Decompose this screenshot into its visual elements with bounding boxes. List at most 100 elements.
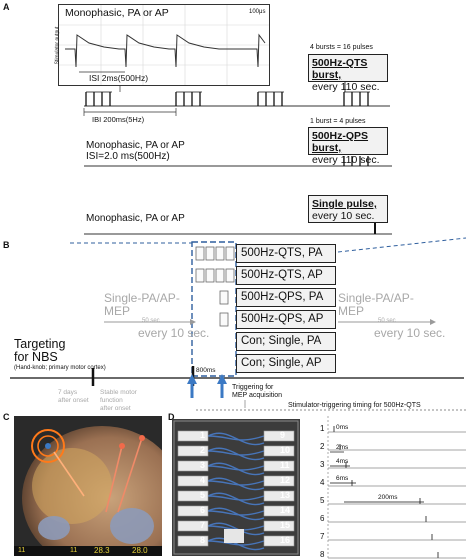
switch-number-left: 4 <box>200 475 206 485</box>
cable <box>207 522 265 536</box>
switch-number-right: 9 <box>280 430 286 440</box>
channel-number: 7 <box>320 532 325 541</box>
condition-box: Con; Single, AP <box>236 354 336 373</box>
left-mep-sub: 50 sec <box>142 318 160 324</box>
panel-label-b: B <box>3 240 10 250</box>
switch-number-right: 14 <box>280 505 291 515</box>
switch-left <box>177 535 209 547</box>
switch-right <box>263 460 295 472</box>
channel-number: 8 <box>320 550 325 559</box>
channel-number: 3 <box>320 460 325 469</box>
switch-right <box>263 445 295 457</box>
channel-number: 2 <box>320 442 325 451</box>
switch-left <box>177 475 209 487</box>
left-mep-line2: MEP <box>104 304 131 318</box>
left-mep-every: every 10 sec. <box>138 326 210 340</box>
cable <box>207 465 265 471</box>
qts-box-line1: 500Hz-QTS burst, <box>312 57 368 82</box>
row2-line2: ISI=2.0 ms(500Hz) <box>86 151 170 162</box>
switch-left <box>177 505 209 517</box>
switch-right <box>263 505 295 517</box>
switch-right <box>263 475 295 487</box>
oscilloscope-inset: Monophasic, PA or AP 100μs ISI 2ms(500Hz… <box>54 4 270 86</box>
qts-arrow <box>344 82 346 92</box>
mini-pulse-box <box>195 246 205 261</box>
targeting-line2: for NBS <box>14 350 58 364</box>
switch-left <box>177 430 209 442</box>
switch-right <box>263 490 295 502</box>
cable <box>207 540 265 546</box>
row3-label: Monophasic, PA or AP <box>86 213 185 224</box>
mini-pulse-box <box>205 246 215 261</box>
qps-box-line1: 500Hz-QPS burst, <box>312 130 369 155</box>
mini-pulse-box <box>215 268 225 283</box>
qps-burst-box: 500Hz-QPS burst, every 110 sec. <box>308 127 388 166</box>
panel-b-drawing <box>10 237 467 411</box>
switch-number-left: 1 <box>200 430 206 440</box>
panel-a-drawing <box>83 86 392 235</box>
stable-line3: after onset <box>100 404 131 412</box>
switch-number-right: 11 <box>280 460 290 470</box>
switch-number-left: 6 <box>200 505 206 515</box>
cable <box>207 507 265 521</box>
channel-number: 5 <box>320 496 325 505</box>
time-200ms: 200ms <box>378 494 398 501</box>
switch-left <box>177 520 209 532</box>
readout-1: 11 <box>18 547 26 554</box>
trigger-line1: Triggering for <box>232 384 274 391</box>
channel-number: 6 <box>320 514 325 523</box>
switch-number-right: 16 <box>280 535 291 545</box>
time-4ms: 4ms <box>336 458 349 465</box>
switch-number-left: 2 <box>200 445 206 455</box>
switch-right <box>263 520 295 532</box>
days-label: 7 days after onset <box>58 389 89 405</box>
time-2ms: 2ms <box>336 444 349 451</box>
single-box-line1: Single pulse, <box>312 198 377 210</box>
switch-number-left: 7 <box>200 520 206 530</box>
cable <box>207 435 265 441</box>
switch-board <box>172 419 300 556</box>
switch-number-left: 3 <box>200 460 206 470</box>
days-line1: 7 days <box>58 389 78 396</box>
mini-pulse-box <box>219 312 229 327</box>
oscilloscope-trace <box>59 5 269 85</box>
condition-box: 500Hz-QTS, PA <box>236 244 336 263</box>
switch-number-left: 8 <box>200 535 206 545</box>
single-box-line2: every 10 sec. <box>312 210 375 223</box>
switch-number-right: 12 <box>280 475 291 485</box>
targeting-sub: (Hand-knob; primary motor cortex) <box>14 365 106 371</box>
condition-box: 500Hz-QPS, PA <box>236 288 336 307</box>
left-mep-line1: Single-PA/AP- <box>104 291 180 305</box>
qts-burst-box: 500Hz-QTS burst, every 110 sec. <box>308 54 388 93</box>
switch-right <box>263 535 295 547</box>
readout-3: 28.3 <box>94 546 110 555</box>
right-mep-line1: Single-PA/AP- <box>338 291 414 305</box>
cable <box>207 495 265 501</box>
mini-pulse-box <box>195 268 205 283</box>
brain-visual <box>14 416 162 556</box>
switch-number-right: 13 <box>280 490 291 500</box>
qts-note: 4 bursts = 16 pulses <box>310 44 373 51</box>
qps-note: 1 burst = 4 pulses <box>310 118 366 125</box>
channel-number: 1 <box>320 424 325 433</box>
mini-pulse-box <box>225 268 235 283</box>
switch-number-right: 10 <box>280 445 291 455</box>
targeting-line1: Targeting <box>14 337 66 351</box>
condition-box: 500Hz-QTS, AP <box>236 266 336 285</box>
stable-label: Stable motor function after onset <box>100 389 137 412</box>
ibi-label: IBI 200ms(5Hz) <box>92 115 145 124</box>
condition-box: Con; Single, PA <box>236 332 336 351</box>
condition-box: 500Hz-QPS, AP <box>236 310 336 329</box>
readout-4: 28.0 <box>132 546 148 555</box>
cable <box>207 447 265 461</box>
switch-number-right: 15 <box>280 520 291 530</box>
timing-note: Stimulator-triggering timing for 500Hz-Q… <box>288 402 421 409</box>
right-mep-line2: MEP <box>338 304 365 318</box>
switch-left <box>177 445 209 457</box>
cable <box>207 462 265 476</box>
nbs-brain-image: 11 11 28.3 28.0 <box>14 416 162 556</box>
inset-title: Monophasic, PA or AP <box>65 7 169 19</box>
channel-number: 4 <box>320 478 325 487</box>
